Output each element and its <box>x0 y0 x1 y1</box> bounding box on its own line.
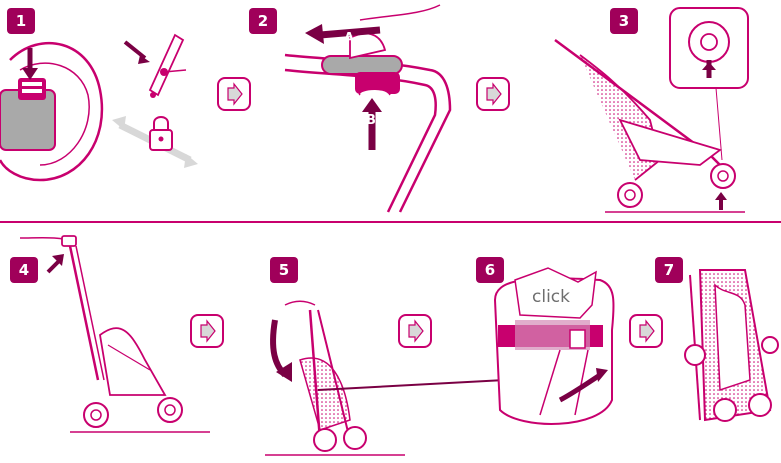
step-1-illustration <box>0 35 198 180</box>
next-step-arrow-icon <box>217 77 251 111</box>
step-3-illustration <box>555 8 748 212</box>
step-badge-6: 6 <box>476 257 504 283</box>
callout-a-label: A <box>344 31 354 46</box>
step-badge-7: 7 <box>655 257 683 283</box>
step-badge-1: 1 <box>7 8 35 34</box>
step-badge-5: 5 <box>270 257 298 283</box>
row-divider <box>0 221 781 223</box>
next-step-arrow-icon <box>190 314 224 348</box>
callout-b-label: B <box>366 113 376 128</box>
step-badge-4: 4 <box>10 257 38 283</box>
step-7-illustration <box>685 270 778 421</box>
step-badge-2: 2 <box>249 8 277 34</box>
step-5-illustration <box>265 301 505 455</box>
step-badge-3: 3 <box>610 8 638 34</box>
step-4-illustration <box>20 236 210 432</box>
click-sound-label: click <box>532 287 570 307</box>
next-step-arrow-icon <box>476 77 510 111</box>
step-2-illustration: A B <box>285 5 450 212</box>
next-step-arrow-icon <box>629 314 663 348</box>
next-step-arrow-icon <box>398 314 432 348</box>
